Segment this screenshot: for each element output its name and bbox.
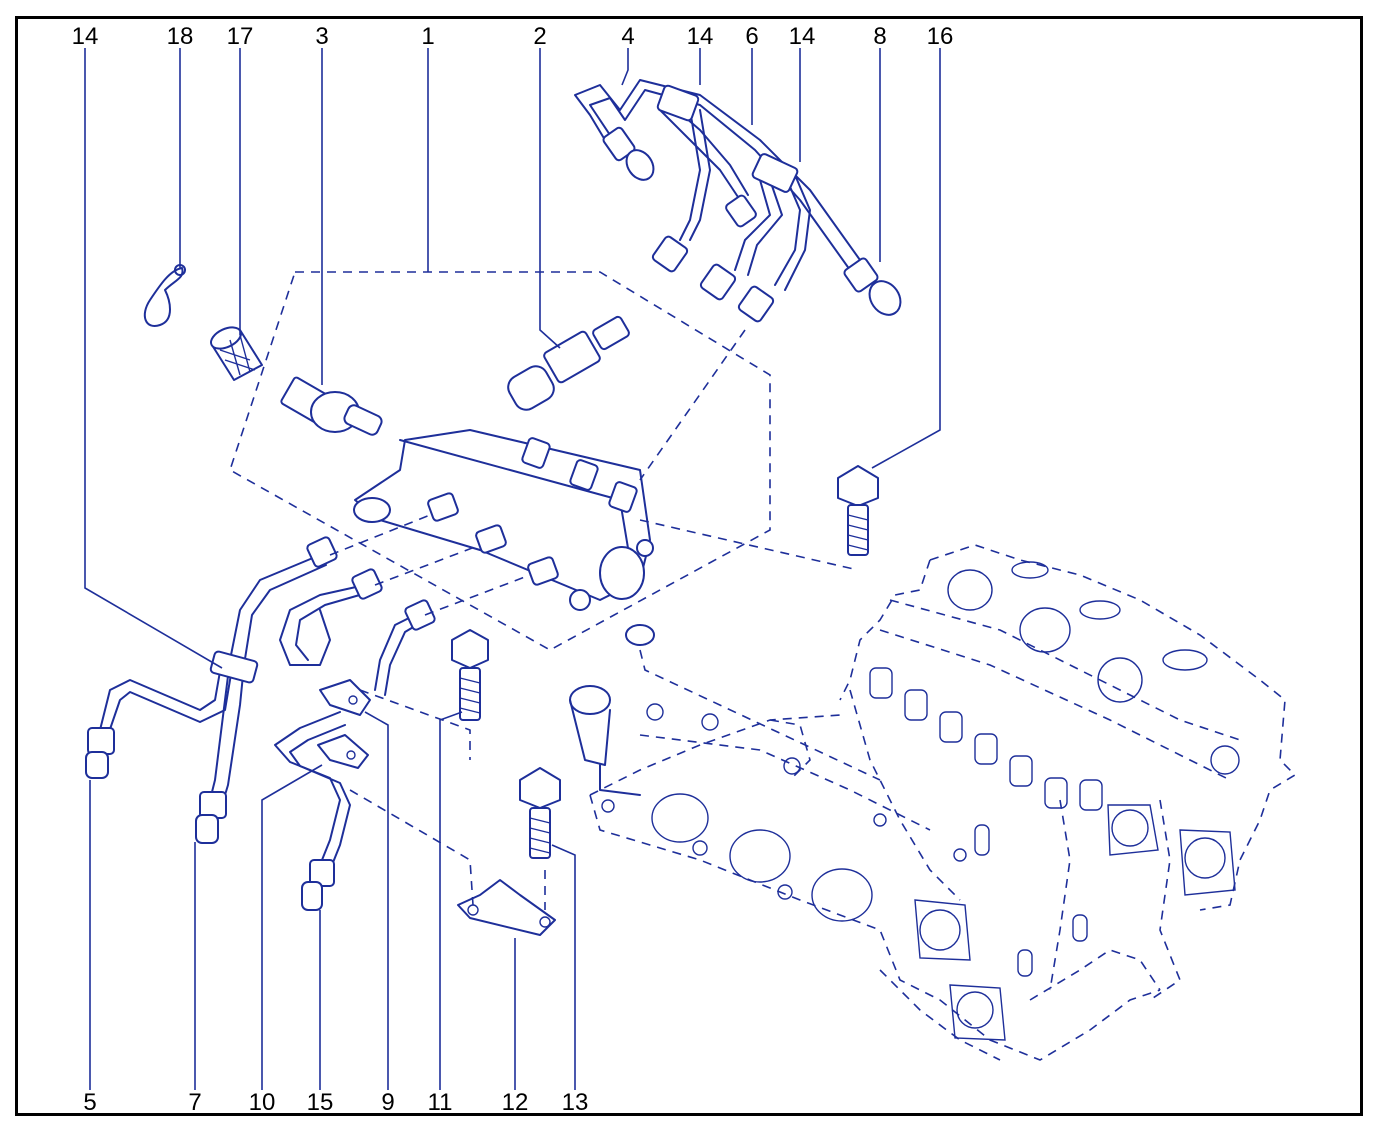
spacer (625, 624, 655, 646)
pipe-clamps (317, 679, 371, 769)
callout-3: 3 (315, 23, 328, 50)
bolt-11 (451, 629, 489, 721)
left-injector-pipes (85, 536, 436, 911)
callout-4: 4 (621, 23, 634, 50)
engine-flanges (1107, 745, 1240, 896)
bracket-12 (457, 879, 556, 936)
callout-18: 18 (167, 23, 194, 50)
callout-16: 16 (927, 23, 954, 50)
callout-13: 13 (562, 1089, 589, 1116)
callout-labels: 14 18 17 3 1 2 4 14 6 14 8 16 5 7 10 15 … (72, 23, 954, 1116)
rail-pressure-sensor (280, 376, 383, 436)
engine-block (569, 544, 1297, 1061)
callout-14-right-top: 14 (789, 23, 816, 50)
callout-2: 2 (533, 23, 546, 50)
bolt-16 (837, 465, 879, 556)
assembly-lines (329, 329, 881, 910)
callout-1: 1 (421, 23, 434, 50)
callout-6: 6 (745, 23, 758, 50)
callout-9: 9 (381, 1089, 394, 1116)
rail-outlets (427, 437, 638, 586)
callout-15: 15 (307, 1089, 334, 1116)
callout-8: 8 (873, 23, 886, 50)
callout-12: 12 (502, 1089, 529, 1116)
callout-14-left-top: 14 (72, 23, 99, 50)
callout-7: 7 (188, 1089, 201, 1116)
lower-flanges (914, 824, 1088, 1041)
callout-11: 11 (428, 1089, 453, 1116)
callout-5: 5 (83, 1089, 96, 1116)
callout-14-mid-top: 14 (687, 23, 714, 50)
callout-10: 10 (249, 1089, 276, 1116)
fuel-rail-assembly (229, 271, 771, 651)
pressure-regulator-valve (507, 315, 630, 411)
bolt-13 (519, 767, 561, 859)
callout-17: 17 (227, 23, 254, 50)
coolant-neck (569, 685, 801, 796)
top-injector-pipes (574, 79, 902, 323)
intake-ports (869, 667, 1103, 811)
leader-lines (84, 48, 941, 1090)
cylinder-bores (601, 793, 967, 922)
clip (143, 264, 186, 327)
sleeve (210, 326, 263, 381)
